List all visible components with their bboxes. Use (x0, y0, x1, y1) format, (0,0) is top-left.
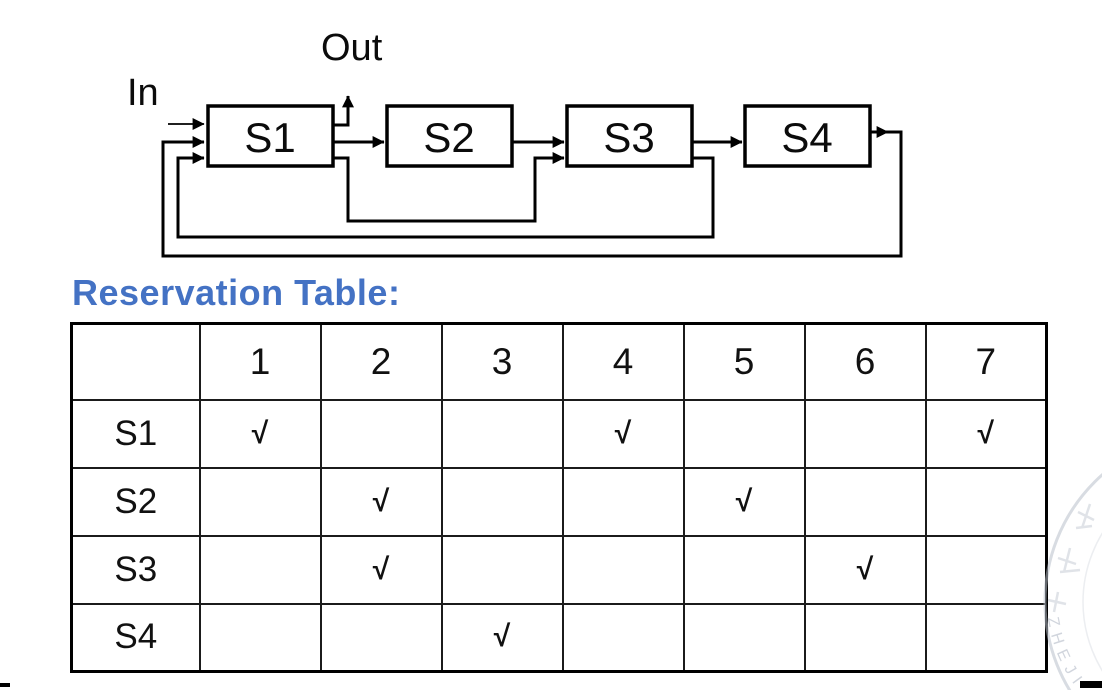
check-mark: √ (561, 398, 685, 469)
stage-label-s2: S2 (423, 114, 474, 161)
empty-cell (561, 534, 685, 605)
empty-cell (682, 602, 806, 673)
out-arrow (333, 95, 354, 127)
empty-cell (803, 398, 927, 469)
arrow-s1-s3-bypass (333, 152, 565, 223)
stage-box-s2 (385, 104, 514, 168)
cycle-header: 2 (319, 322, 443, 401)
check-mark: √ (440, 602, 564, 673)
watermark-glyphs (1047, 503, 1095, 613)
empty-cell (803, 602, 927, 673)
bottom-right-mark (1080, 681, 1102, 688)
bottom-left-mark (0, 683, 10, 687)
check-mark: √ (319, 534, 443, 605)
check-mark: √ (924, 398, 1048, 469)
empty-cell (924, 602, 1048, 673)
pipeline-diagram: In Out S1 S2 S3 S4 (127, 27, 903, 258)
empty-cell (682, 534, 806, 605)
arrow-s4-s1-feedback (161, 130, 903, 258)
empty-cell (319, 602, 443, 673)
empty-cell (803, 466, 927, 537)
stage-boxes: S1 S2 S3 S4 (206, 104, 872, 168)
empty-cell (561, 466, 685, 537)
stage-row-label: S4 (70, 602, 201, 673)
corner-cell (70, 322, 201, 401)
cycle-header: 1 (198, 322, 322, 401)
cycle-header: 7 (924, 322, 1048, 401)
empty-cell (440, 398, 564, 469)
stage-box-s4 (743, 104, 872, 168)
table-row: S2 √ √ (70, 466, 1048, 537)
table-row: S1√√√ (70, 398, 1048, 469)
arrow-s3-s1-feedback (176, 152, 715, 239)
empty-cell (198, 534, 322, 605)
table-row: S4 √ (70, 602, 1048, 673)
stage-box-s3 (565, 104, 694, 168)
empty-cell (561, 602, 685, 673)
empty-cell (440, 466, 564, 537)
empty-cell (924, 466, 1048, 537)
empty-cell (440, 534, 564, 605)
cycle-header: 6 (803, 322, 927, 401)
table-row: S3 √ √ (70, 534, 1048, 605)
empty-cell (198, 602, 322, 673)
out-label: Out (321, 27, 383, 69)
watermark-text: ZHEJI (1044, 616, 1089, 690)
empty-cell (198, 466, 322, 537)
stage-label-s4: S4 (781, 114, 832, 161)
empty-cell (319, 398, 443, 469)
stage-label-s3: S3 (603, 114, 654, 161)
check-mark: √ (319, 466, 443, 537)
in-label: In (127, 72, 159, 114)
check-mark: √ (198, 398, 322, 469)
stage-box-s1 (206, 104, 335, 168)
watermark-inner-circle (1082, 532, 1102, 672)
check-mark: √ (682, 466, 806, 537)
cycle-header: 4 (561, 322, 685, 401)
stage-label-s1: S1 (244, 114, 295, 161)
stage-row-label: S2 (70, 466, 201, 537)
cycle-header: 3 (440, 322, 564, 401)
check-mark: √ (803, 534, 927, 605)
stage-row-label: S3 (70, 534, 201, 605)
watermark-outer-circle (1043, 473, 1102, 690)
empty-cell (924, 534, 1048, 605)
cycle-header: 5 (682, 322, 806, 401)
empty-cell (682, 398, 806, 469)
reservation-table-title: Reservation Table: (72, 272, 401, 313)
flow-lines (161, 95, 903, 258)
stage-row-label: S1 (70, 398, 201, 469)
